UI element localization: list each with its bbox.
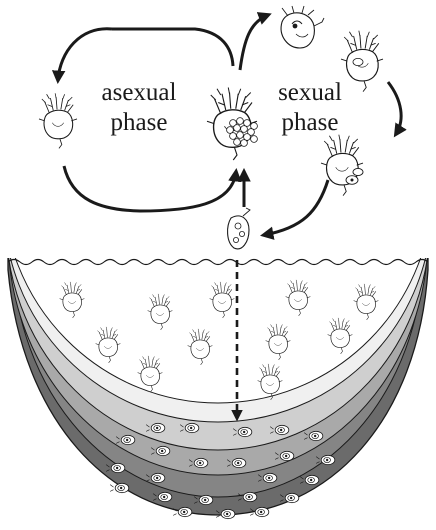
rotifer-female-icon bbox=[39, 93, 77, 148]
label-sexual: sexual bbox=[278, 79, 342, 106]
resting-egg-icon bbox=[110, 483, 129, 492]
arrow-to-male bbox=[240, 15, 268, 70]
arrow-to-mictic-female bbox=[388, 82, 401, 134]
arrow-asexual-bottom bbox=[64, 166, 236, 211]
central-female bbox=[207, 88, 257, 161]
arrow-asexual-top bbox=[58, 29, 112, 80]
mictic-female bbox=[341, 31, 383, 92]
arrow-to-resting-egg bbox=[264, 180, 328, 235]
arrow-asexual-top-line bbox=[112, 29, 233, 66]
label-sexual-phase: phase bbox=[282, 109, 339, 136]
label-asexual-phase: phase bbox=[111, 109, 168, 136]
rotifer-male-icon bbox=[281, 6, 324, 48]
label-asexual: asexual bbox=[102, 79, 177, 106]
resting-egg-icon bbox=[228, 208, 250, 249]
